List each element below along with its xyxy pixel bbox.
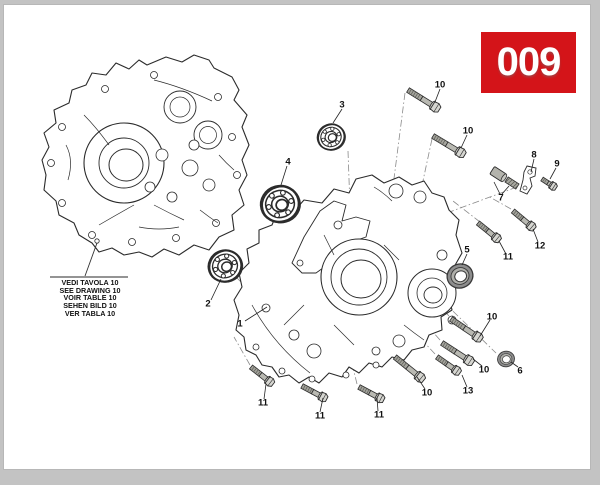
part-label-10d: 10 xyxy=(478,364,490,376)
callout-line-en: SEE DRAWING 10 xyxy=(59,285,121,295)
callout-line-it: VEDI TAVOLA 10 xyxy=(61,278,119,287)
part-label-3: 3 xyxy=(339,99,345,111)
part-label-6: 6 xyxy=(517,365,523,377)
part-label-10a: 10 xyxy=(434,79,446,91)
callout-line-de: SEHEN BILD 10 xyxy=(63,301,117,311)
callout-line-es: VER TABLA 10 xyxy=(64,308,116,318)
bolt-11-right xyxy=(474,218,504,245)
bolt-11-bottom-b xyxy=(299,381,330,404)
see-drawing-callout: VEDI TAVOLA 10 SEE DRAWING 10 VOIR TABLE… xyxy=(40,279,140,318)
exploded-parts-diagram xyxy=(41,54,559,413)
part-label-5: 5 xyxy=(464,244,470,256)
bearing-3 xyxy=(313,119,350,156)
bolt-10-mid-a xyxy=(447,314,485,345)
bolt-12 xyxy=(509,207,538,233)
part-label-11b: 11 xyxy=(314,410,326,422)
table-number-badge: 009 xyxy=(481,32,576,93)
part-label-11a: 11 xyxy=(257,397,269,409)
part-label-8: 8 xyxy=(531,149,537,161)
right-crankcase-drawing xyxy=(233,174,463,384)
bolt-9 xyxy=(539,175,559,193)
part-label-10c: 10 xyxy=(486,311,498,323)
washer-6 xyxy=(495,349,517,369)
part-label-4: 4 xyxy=(285,156,291,168)
callout-line-fr: VOIR TABLE 10 xyxy=(63,293,117,303)
dowel-7 xyxy=(489,166,508,183)
catalog-page: 009 VEDI TAVOLA 10 SEE DRAWING 10 VOIR T… xyxy=(3,4,591,470)
label-leader-lines xyxy=(210,88,557,413)
part-label-10b: 10 xyxy=(462,125,474,137)
bracket-8 xyxy=(519,165,537,195)
part-label-11c: 11 xyxy=(373,409,385,421)
spring-7 xyxy=(504,176,520,190)
part-label-10e: 10 xyxy=(421,387,433,399)
bolt-11-bottom-c xyxy=(356,382,387,405)
part-label-2: 2 xyxy=(205,298,211,310)
part-label-7: 7 xyxy=(498,192,504,204)
part-label-13: 13 xyxy=(462,385,474,397)
part-label-11d: 11 xyxy=(502,251,514,263)
table-number: 009 xyxy=(496,40,562,84)
callout-leader xyxy=(50,242,128,278)
bolt-10-bottom xyxy=(391,352,428,385)
part-label-9: 9 xyxy=(554,158,560,170)
part-label-1: 1 xyxy=(237,318,243,330)
part-label-12: 12 xyxy=(534,240,546,252)
left-crankcase-drawing xyxy=(41,54,250,258)
